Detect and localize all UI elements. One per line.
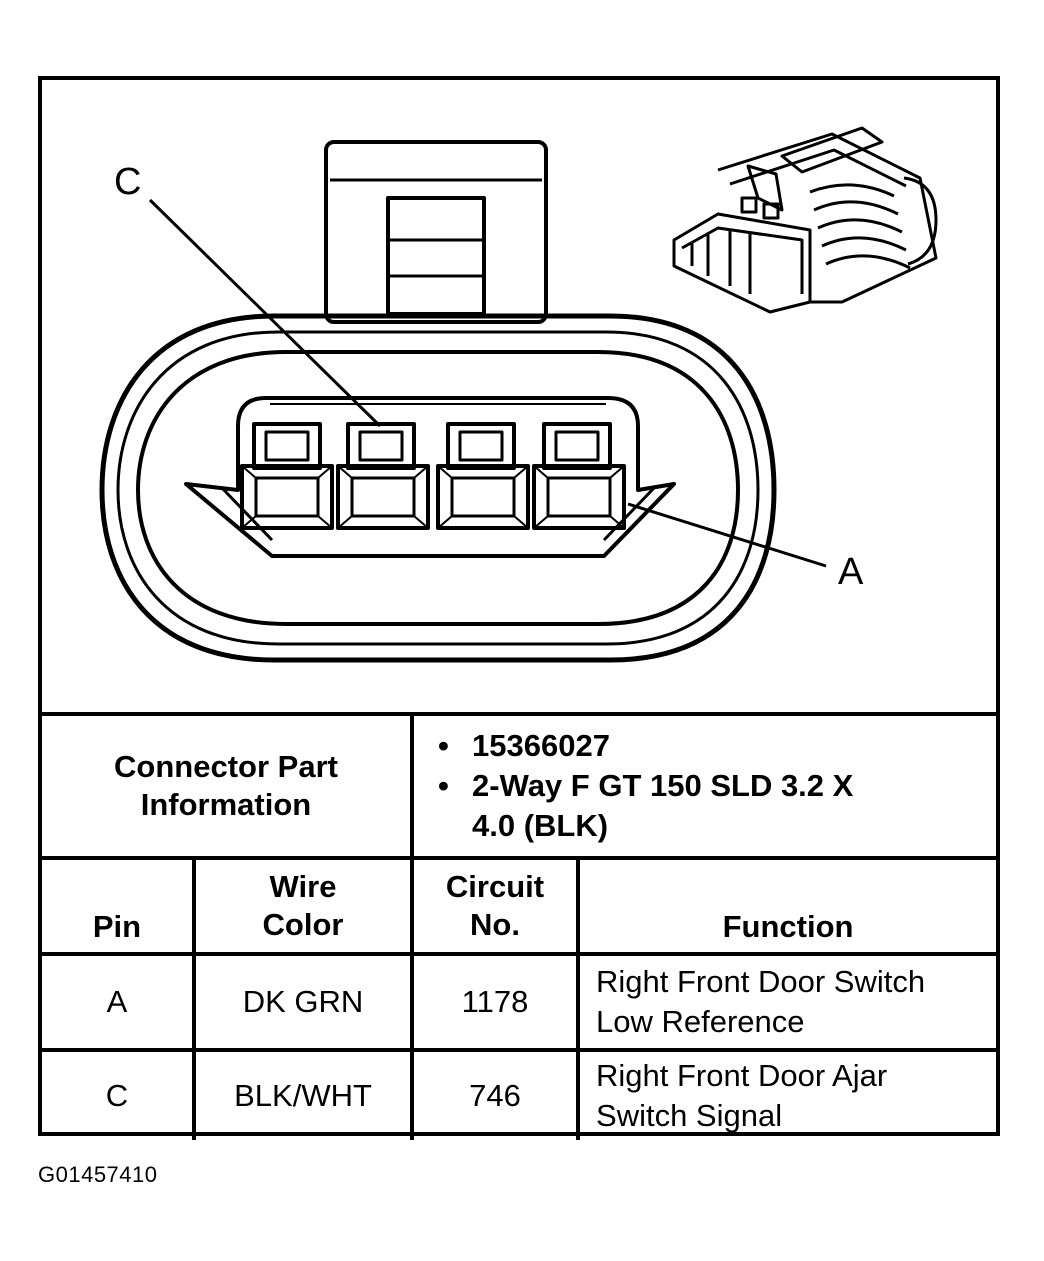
terminal-cavities-top-row [252,422,612,470]
pin-cell: A [42,952,196,1052]
leader-line-c [148,198,382,428]
diagram-frame: C A Connector Part Information •15366027… [38,76,1000,1140]
header-pin: Pin [42,856,196,956]
wire-color-cell: DK GRN [191,952,415,1052]
terminal-cavity-block [184,396,676,558]
connector-housing-rim [116,330,760,646]
figure-id: G01457410 [38,1162,158,1187]
connector-diagram: C A [99,126,938,663]
connector-housing-outer [99,313,777,663]
pin-cell: C [42,1048,196,1140]
connector-latch [324,140,548,324]
connector-part-info-row: Connector Part Information •15366027 •2-… [42,712,997,860]
connector-info-table: Connector Part Information •15366027 •2-… [42,712,997,1140]
callout-c: C [114,161,141,203]
connector-part-info-label: Connector Part Information [42,712,415,860]
leader-line-a [627,502,827,568]
header-function: Function [576,856,997,956]
wire-color-cell: BLK/WHT [191,1048,415,1140]
connector-perspective-thumbnail [672,126,938,314]
callout-a: A [838,551,864,593]
circuit-cell: 746 [410,1048,581,1140]
terminal-cavities-bottom-row [240,464,626,530]
connector-housing-inner [136,350,740,626]
circuit-cell: 1178 [410,952,581,1052]
part-number: •15366027 [438,728,610,763]
